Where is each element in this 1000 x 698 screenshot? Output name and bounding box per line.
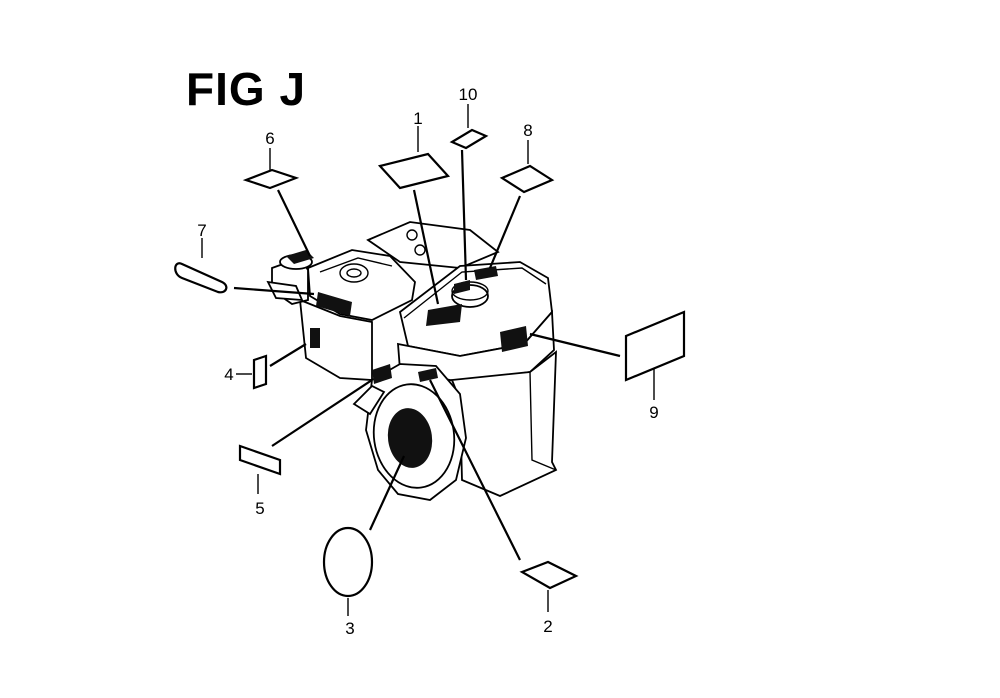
leader-line-7 (233, 286, 315, 296)
leader-line-9 (529, 332, 621, 358)
callout-4: 4 (224, 365, 233, 384)
label-shape-2 (519, 560, 579, 590)
decal-area-9 (500, 326, 528, 352)
leader-line-8 (488, 195, 522, 269)
callout-10: 10 (459, 85, 478, 104)
crankcase-edge (529, 371, 557, 471)
callout-9: 9 (649, 403, 658, 422)
rear-block-bolt (406, 229, 418, 241)
callout-7: 7 (197, 221, 206, 240)
decal-area-10 (454, 280, 470, 294)
air-cleaner-edge (319, 257, 393, 273)
label-shape-4 (252, 354, 268, 390)
decal-area-7 (316, 292, 352, 316)
leader-line-6 (277, 189, 311, 257)
decal-area-5 (372, 364, 392, 384)
label-shape-5 (238, 444, 282, 476)
callout-6: 6 (265, 129, 274, 148)
leader-line-5 (271, 379, 373, 447)
air-cleaner-cap-inner (346, 268, 362, 278)
rear-block-bolt (414, 244, 426, 256)
decal-area-8 (474, 266, 498, 280)
decal-area-4 (310, 328, 320, 348)
label-shape-9 (624, 310, 686, 382)
label-shape-6 (242, 168, 300, 190)
label-shape-3 (322, 526, 374, 598)
leader-line-3 (369, 455, 405, 531)
callout-2: 2 (543, 617, 552, 636)
decal-area-1 (426, 304, 462, 326)
leader-line-4 (269, 343, 307, 367)
decal-area-2 (418, 368, 438, 382)
label-shape-1 (377, 152, 451, 190)
figure-title: FIG J (186, 63, 307, 115)
callout-3: 3 (345, 619, 354, 638)
starter-handle (352, 384, 386, 416)
decal-area-6 (286, 250, 314, 264)
engine-assembly (266, 221, 558, 501)
label-shape-7 (174, 262, 228, 294)
labels (174, 104, 686, 616)
leader-line-1 (412, 189, 440, 305)
callout-1: 1 (413, 109, 422, 128)
leader-line-2 (429, 379, 521, 561)
recoil-starter-hub (387, 408, 433, 468)
leader-line-10 (460, 149, 468, 281)
callout-5: 5 (255, 499, 264, 518)
label-shape-8 (499, 164, 555, 194)
air-cleaner-cap (339, 263, 369, 283)
label-shape-10 (449, 128, 489, 150)
callout-numbers: 1 2 3 4 5 6 7 8 9 10 (197, 85, 658, 638)
callout-8: 8 (523, 121, 532, 140)
